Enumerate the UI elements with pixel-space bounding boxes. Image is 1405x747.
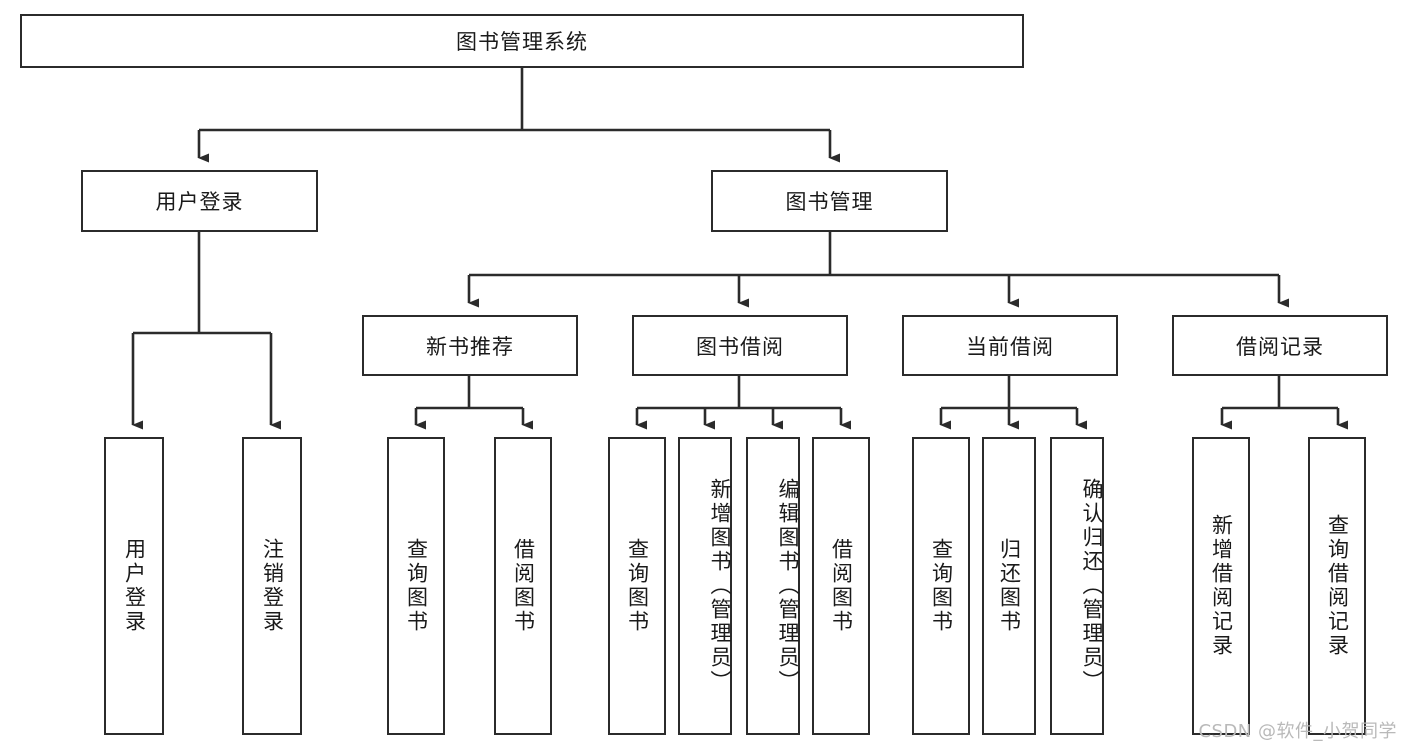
node-label: 新增借阅记录 (1209, 514, 1234, 658)
node-label: 查询图书 (929, 538, 954, 634)
node-leaf-query-book-recommend[interactable]: 查询图书 (387, 437, 445, 735)
node-leaf-borrow-book[interactable]: 借阅图书 (812, 437, 870, 735)
node-label: 图书借阅 (696, 334, 784, 359)
node-label: 用户登录 (155, 190, 244, 214)
node-label: 借阅图书 (511, 538, 536, 634)
node-leaf-add-borrow-record[interactable]: 新增借阅记录 (1192, 437, 1250, 735)
node-label: 当前借阅 (966, 334, 1054, 359)
node-leaf-query-borrow-record[interactable]: 查询借阅记录 (1308, 437, 1366, 735)
node-leaf-user-login[interactable]: 用户登录 (104, 437, 164, 735)
node-book-management[interactable]: 图书管理 (711, 170, 948, 232)
node-label: 注销登录 (260, 538, 285, 634)
node-leaf-query-book-borrow[interactable]: 查询图书 (608, 437, 666, 735)
node-leaf-return-book[interactable]: 归还图书 (982, 437, 1036, 735)
node-label: 借阅记录 (1236, 334, 1324, 359)
node-leaf-logout[interactable]: 注销登录 (242, 437, 302, 735)
node-borrow-record[interactable]: 借阅记录 (1172, 315, 1388, 376)
node-current-borrow[interactable]: 当前借阅 (902, 315, 1118, 376)
node-label: 用户登录 (122, 538, 147, 634)
node-label: 编辑图书（管理员） (776, 478, 800, 694)
watermark-text: CSDN @软件_小贺同学 (1198, 721, 1397, 742)
node-leaf-query-book-current[interactable]: 查询图书 (912, 437, 970, 735)
node-leaf-confirm-return-admin[interactable]: 确认归还（管理员） (1050, 437, 1104, 735)
node-user-login[interactable]: 用户登录 (81, 170, 318, 232)
node-leaf-add-book-admin[interactable]: 新增图书（管理员） (678, 437, 732, 735)
node-label: 归还图书 (997, 538, 1022, 634)
node-leaf-borrow-book-recommend[interactable]: 借阅图书 (494, 437, 552, 735)
node-label: 借阅图书 (829, 538, 854, 634)
node-label: 新增图书（管理员） (708, 478, 732, 694)
node-root-system[interactable]: 图书管理系统 (20, 14, 1024, 68)
node-book-borrow[interactable]: 图书借阅 (632, 315, 848, 376)
node-label: 图书管理系统 (456, 30, 588, 54)
node-label: 查询图书 (404, 538, 429, 634)
node-label: 新书推荐 (426, 334, 514, 359)
node-label: 图书管理 (785, 190, 874, 214)
node-new-book-recommend[interactable]: 新书推荐 (362, 315, 578, 376)
node-label: 确认归还（管理员） (1080, 478, 1104, 694)
node-label: 查询借阅记录 (1325, 514, 1350, 658)
node-leaf-edit-book-admin[interactable]: 编辑图书（管理员） (746, 437, 800, 735)
node-label: 查询图书 (625, 538, 650, 634)
